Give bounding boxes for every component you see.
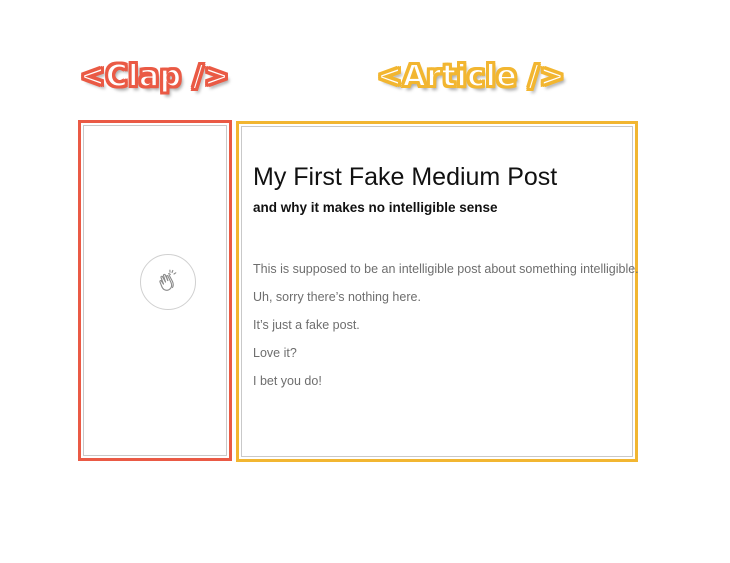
article-component-box — [236, 121, 638, 462]
article-paragraph: It’s just a fake post. — [253, 318, 360, 332]
clap-inner-frame — [83, 125, 227, 456]
clap-button[interactable] — [140, 254, 196, 310]
clap-hands-icon — [159, 269, 177, 291]
article-paragraph: Love it? — [253, 346, 297, 360]
clap-component-box — [78, 120, 232, 461]
article-inner-frame — [241, 126, 633, 457]
article-component-label: <Article /> — [376, 59, 566, 94]
article-paragraph: Uh, sorry there’s nothing here. — [253, 290, 421, 304]
article-paragraph: This is supposed to be an intelligible p… — [253, 262, 639, 276]
article-title: My First Fake Medium Post — [253, 163, 558, 191]
article-subtitle: and why it makes no intelligible sense — [253, 200, 498, 215]
article-paragraph: I bet you do! — [253, 374, 322, 388]
clap-component-label: <Clap /> — [79, 59, 230, 94]
